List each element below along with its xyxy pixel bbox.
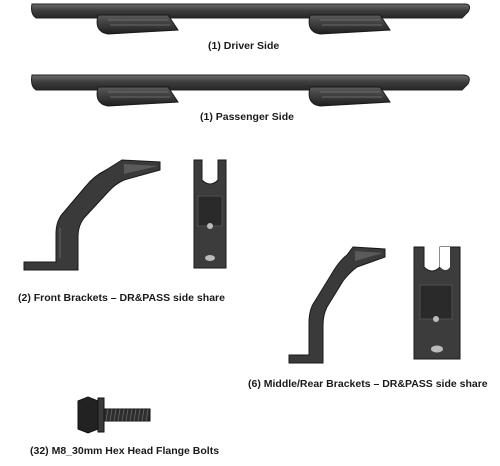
middle-rear-brackets-caption: (6) Middle/Rear Brackets – DR&PASS side … — [248, 378, 488, 390]
middle-rear-bracket-side-view — [285, 245, 395, 370]
hex-flange-bolt — [72, 395, 154, 437]
driver-side-step-bar — [28, 0, 473, 40]
middle-rear-bracket-front-view — [410, 245, 465, 367]
bolts-caption: (32) M8_30mm Hex Head Flange Bolts — [30, 445, 220, 457]
passenger-side-caption: (1) Passenger Side — [200, 111, 294, 123]
front-bracket-front-view — [190, 158, 230, 276]
front-brackets-caption: (2) Front Brackets – DR&PASS side share — [18, 292, 225, 304]
passenger-side-step-bar — [28, 70, 473, 112]
driver-side-caption: (1) Driver Side — [208, 40, 280, 52]
front-bracket-side-view — [20, 158, 165, 278]
